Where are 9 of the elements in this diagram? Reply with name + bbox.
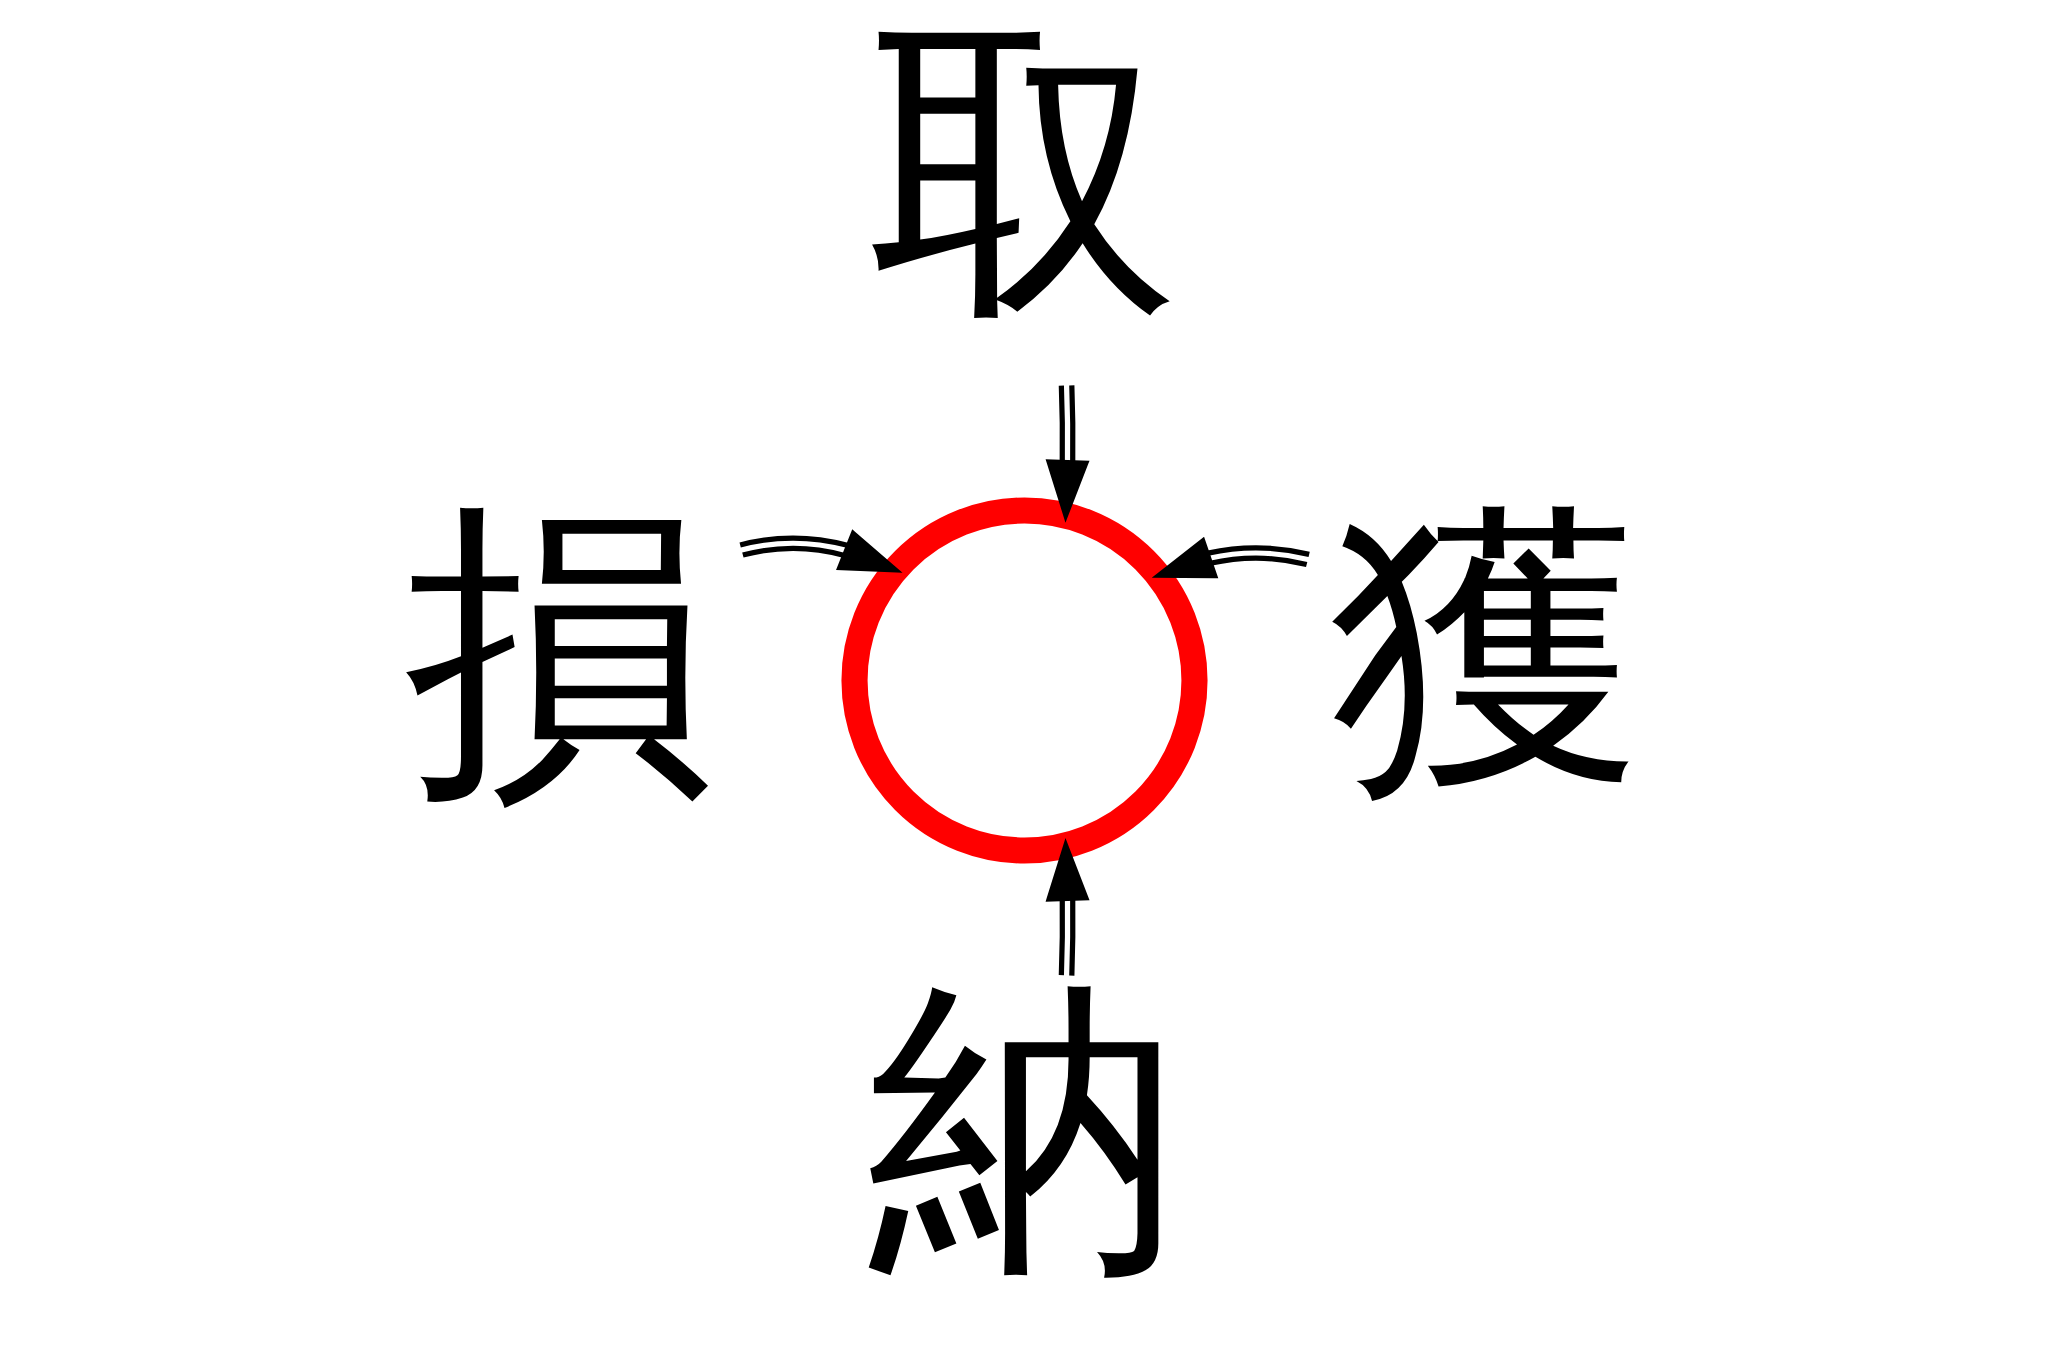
node-text: 取 bbox=[867, 0, 1181, 355]
arrow bbox=[1045, 385, 1090, 523]
arrow bbox=[739, 529, 903, 573]
node-text: 損 bbox=[404, 467, 719, 833]
node-circle bbox=[840, 497, 1208, 864]
arrow bbox=[1151, 536, 1310, 579]
arrow bbox=[1045, 838, 1090, 976]
node-text: 納 bbox=[867, 946, 1181, 1312]
node-text: 獲 bbox=[1329, 467, 1644, 833]
